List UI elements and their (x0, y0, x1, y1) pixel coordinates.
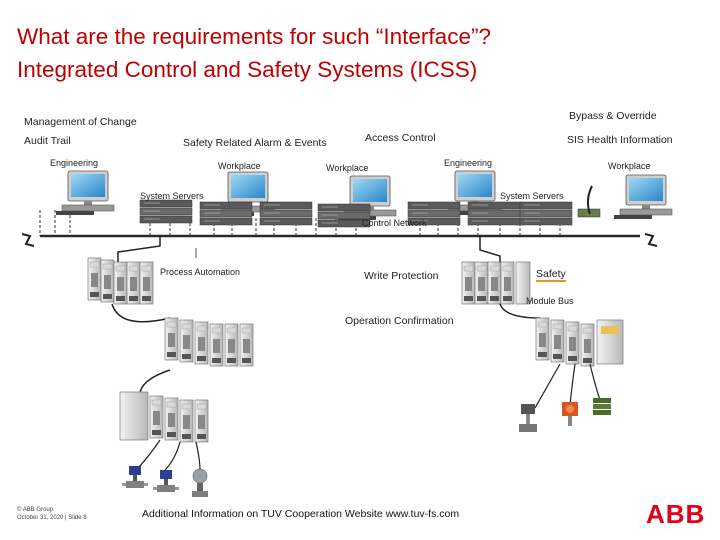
safety-controller (461, 261, 531, 305)
label-workplace-right: Workplace (608, 161, 651, 171)
label-engineering-right: Engineering (444, 158, 493, 168)
server-rack-right (407, 201, 573, 226)
label-sis-health-information: SIS Health Information (567, 134, 673, 146)
label-process-automation: Process Automation (160, 267, 241, 277)
network-break-left (21, 233, 35, 247)
label-safety-related-alarm-events: Safety Related Alarm & Events (183, 137, 327, 149)
abb-logo: ABB (646, 499, 706, 529)
label-system-servers-right: System Servers (500, 191, 564, 201)
label-audit-trail: Audit Trail (24, 135, 71, 147)
workstation-workplace-1 (215, 171, 275, 217)
label-control-network: Control Network (362, 218, 427, 228)
workstation-workplace-right (613, 174, 673, 220)
server-rack-left (139, 199, 371, 228)
footer-date-slide: October 31, 2020 | Slide 8 (17, 515, 87, 521)
label-bypass-override: Bypass & Override (569, 110, 657, 122)
workstation-engineering-left (55, 170, 115, 216)
field-devices-left (122, 466, 208, 497)
process-io-cluster (164, 317, 254, 367)
field-devices-right (519, 398, 611, 432)
process-controller (87, 257, 154, 305)
label-management-of-change: Management of Change (24, 116, 137, 128)
field-io-cluster (119, 391, 209, 443)
label-write-protection: Write Protection (364, 270, 439, 282)
title-line-1: What are the requirements for such “Inte… (17, 24, 491, 49)
label-access-control: Access Control (365, 132, 436, 144)
label-operation-confirmation: Operation Confirmation (345, 315, 454, 327)
label-workplace-2: Workplace (326, 163, 369, 173)
label-safety: Safety (536, 268, 566, 282)
label-engineering-left: Engineering (50, 158, 99, 168)
title-line-2: Integrated Control and Safety Systems (I… (17, 57, 478, 82)
footer-tuv-note: Additional Information on TUV Cooperatio… (142, 508, 460, 520)
safety-io-cluster (535, 317, 624, 367)
label-module-bus: Module Bus (526, 296, 574, 306)
footer-copyright-block: © ABB Group October 31, 2020 | Slide 8 (17, 506, 87, 522)
network-break-right (644, 233, 658, 247)
label-system-servers-left: System Servers (140, 191, 204, 201)
footer-copyright: © ABB Group (17, 507, 54, 513)
label-workplace-1: Workplace (218, 161, 261, 171)
